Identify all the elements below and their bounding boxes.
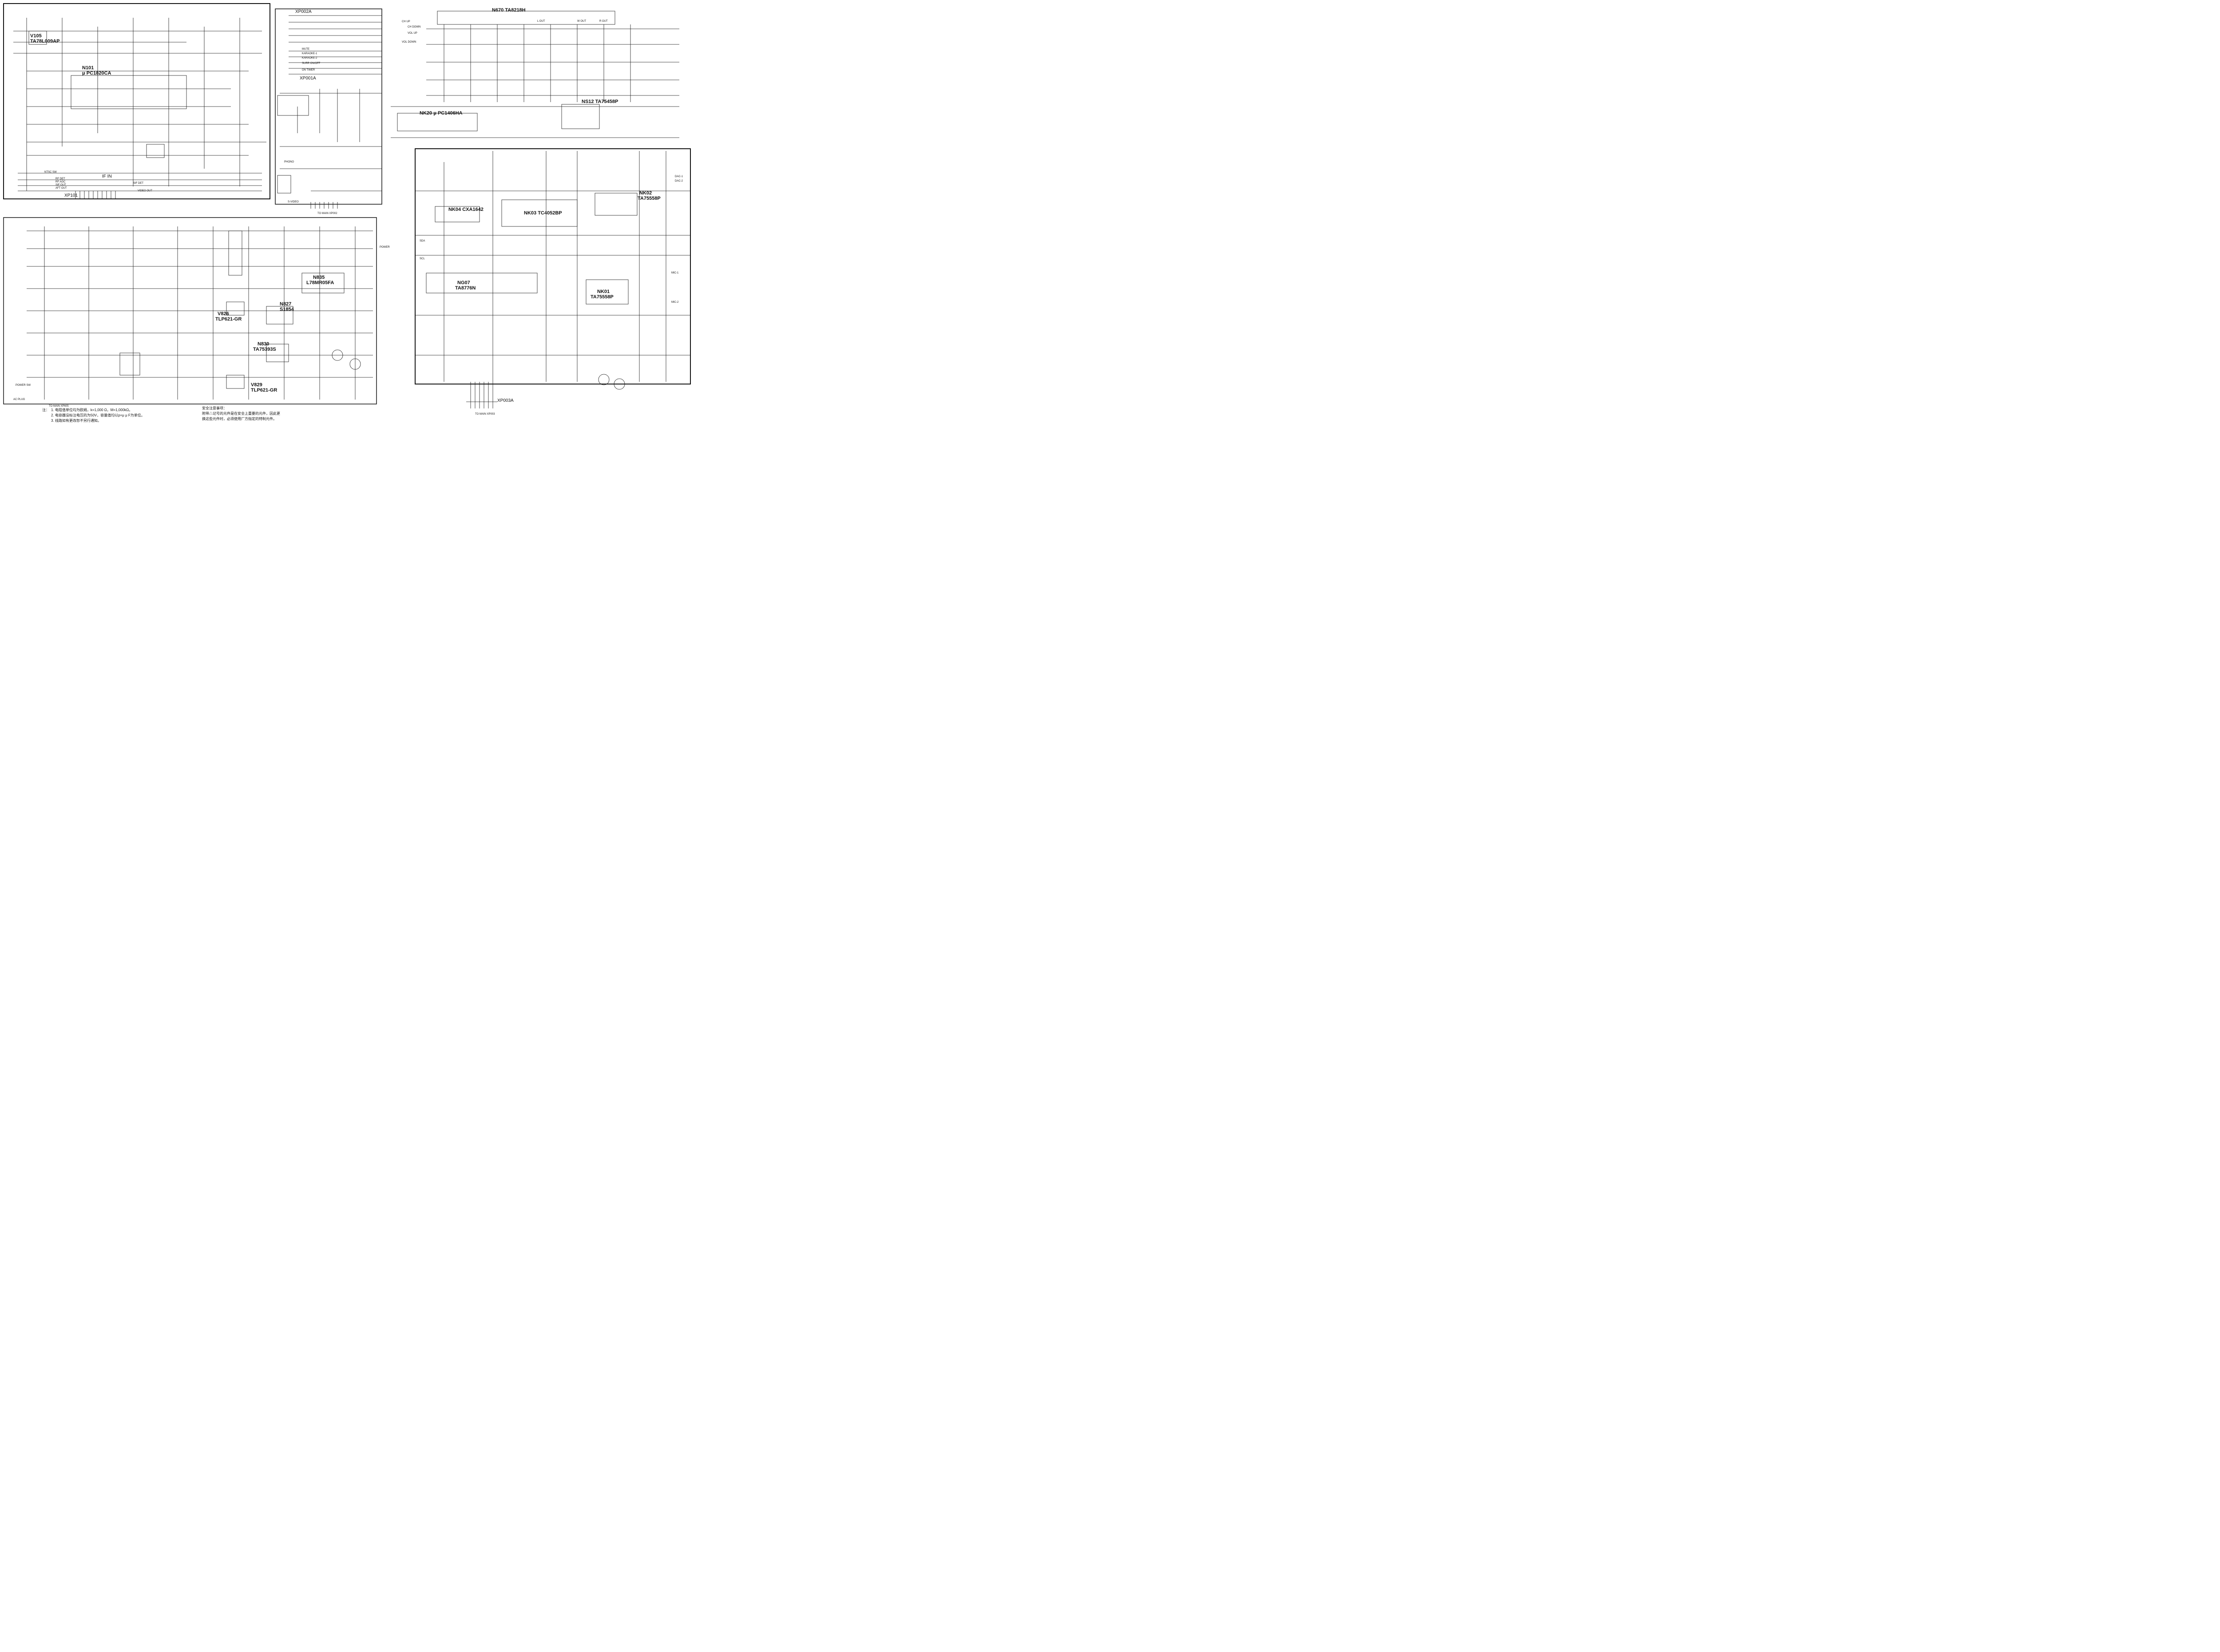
xp003a-connector (466, 382, 497, 408)
rf-agc-label: RF AGC (56, 181, 66, 183)
n101-ic: μ PC1820CA (82, 71, 111, 76)
nk02-ic: TA75558P (638, 196, 661, 201)
io-wiring (277, 15, 382, 194)
ntsc-sw-label: NTSC SW (44, 171, 57, 174)
nk01-ic: TA75558P (591, 294, 614, 300)
xp002a-label: XP002A (295, 9, 312, 14)
audio-board-frame (415, 148, 691, 384)
to-main-xp003: TO MAIN XP003 (475, 413, 495, 416)
n670-ref: N670 (492, 8, 504, 13)
sda-label: SDA (420, 240, 425, 242)
ng07-ref: NG07 (457, 280, 470, 285)
v829-ic: TLP621-GR (251, 388, 278, 393)
n827-ref: N827 (280, 301, 292, 307)
on-timer-label: ON TIMER (302, 69, 315, 71)
n830-ref: N830 (258, 341, 270, 347)
if-in-label: IF IN (102, 174, 112, 179)
xp001a-label: XP001A (300, 76, 316, 81)
safety-1: 附带△记号的元件是在安全上重要的元件，因此更 (202, 412, 280, 416)
power-sw-label: POWER SW (16, 384, 31, 387)
mute-label: MUTE (302, 48, 309, 51)
tuner-board-frame (3, 3, 270, 199)
ns12-ic: TA75458P (595, 99, 618, 104)
nk03-ref: NK03 (524, 210, 537, 216)
v829-ref: V829 (251, 382, 262, 388)
tuner-wiring (13, 18, 266, 191)
nk04-ref: NK04 (448, 207, 461, 212)
v826-ref: V826 (218, 311, 229, 317)
n835-ic: L78MR05FA (306, 280, 334, 285)
note-title: 注： (42, 408, 49, 412)
nk03-label: NK03 TC4052BP (524, 210, 562, 216)
scl-label: SCL (420, 258, 425, 260)
mic2-label: MIC-2 (671, 301, 679, 304)
nk02-ref: NK02 (639, 190, 652, 196)
ac-plug-label: AC PLUG (13, 398, 25, 401)
vol-up-label: VOL UP (408, 32, 417, 35)
nk20-label: NK20 μ PC1406HA (420, 111, 463, 116)
safety-2: 换这些元件时，必须使用厂方指定的特制元件。 (202, 417, 277, 421)
xp101-label: XP101 (64, 193, 78, 198)
dac2-label: DAC-2 (675, 180, 683, 182)
v105-ic: TA78L009AP (30, 39, 60, 44)
nk20-ic: μ PC1406HA (433, 111, 463, 116)
note-2: 2. 电容器没标注电压的为50V，容量值均以p=μ μ F为单位。 (51, 413, 145, 417)
aft-out-label: AFT OUT (56, 187, 67, 190)
ns12-ref: NS12 (582, 99, 594, 104)
n827-ic: S1854 (280, 307, 294, 312)
mic1-label: MIC-1 (671, 272, 679, 274)
to-main-xp605: TO MAIN XP605 (49, 405, 69, 408)
ch-down-label: CH DOWN (408, 26, 421, 28)
nk04-label: NK04 CXA1642 (448, 207, 484, 212)
l-out-label: L OUT (537, 20, 545, 23)
ng07-ic: TA8776N (455, 285, 476, 291)
n835-ref: N835 (313, 275, 325, 280)
io-board-frame (275, 8, 382, 205)
ch-up-label: CH UP (402, 20, 410, 23)
dac1-label: DAC-1 (675, 175, 683, 178)
v105-ref: V105 (30, 33, 42, 39)
sif-det-label: SIF DET (133, 182, 144, 185)
v826-ic: TLP621-GR (215, 317, 242, 322)
n670-wiring (391, 11, 679, 138)
audio-board-wiring (415, 151, 690, 390)
karaoke1-label: KARAOKE-1 (302, 52, 317, 55)
rf-det-label: RF DET (56, 178, 65, 180)
phono-label: PHONO (284, 161, 294, 163)
xp003a-label: XP003A (497, 398, 514, 403)
karaoke2-label: KARAOKE-2 (302, 57, 317, 59)
to-main-xp002-bottom: TO MAIN XP002 (317, 212, 337, 215)
power-wiring (27, 226, 373, 400)
nk03-ic: TC4052BP (538, 210, 562, 216)
w-out-label: W OUT (577, 20, 586, 23)
s-video-label: S-VIDEO (288, 201, 299, 203)
schematic-diagram (3, 3, 691, 408)
vol-down-label: VOL DOWN (402, 41, 416, 44)
power-label: POWER (380, 246, 390, 249)
xp002-connector-bottom (310, 202, 338, 209)
power-board-frame (3, 217, 377, 404)
nk01-ref: NK01 (597, 289, 610, 294)
nk20-ref: NK20 (420, 111, 432, 116)
r-out-label: R OUT (599, 20, 608, 23)
xp101-connector (75, 191, 116, 199)
n101-ref: N101 (82, 65, 94, 71)
nk04-ic: CXA1642 (462, 207, 484, 212)
sif-out-label: SIF OUT (56, 184, 66, 186)
video-out-label: VIDEO OUT (138, 190, 153, 192)
n830-ic: TA75393S (253, 347, 276, 352)
safety-title: 安全注意事项： (202, 406, 227, 410)
note-1: 1. 电阻值单位均为欧姆，k=1,000 Ω，M=1,000kΩ。 (51, 408, 133, 412)
n670-ic: TA8218H (505, 8, 526, 13)
surr-label: SURR ON/OFF (302, 62, 321, 65)
ns12-label: NS12 TA75458P (582, 99, 618, 104)
note-3: 3. 线路如有更改恕不另行通知。 (51, 419, 101, 423)
n670-label: N670 TA8218H (492, 8, 526, 13)
